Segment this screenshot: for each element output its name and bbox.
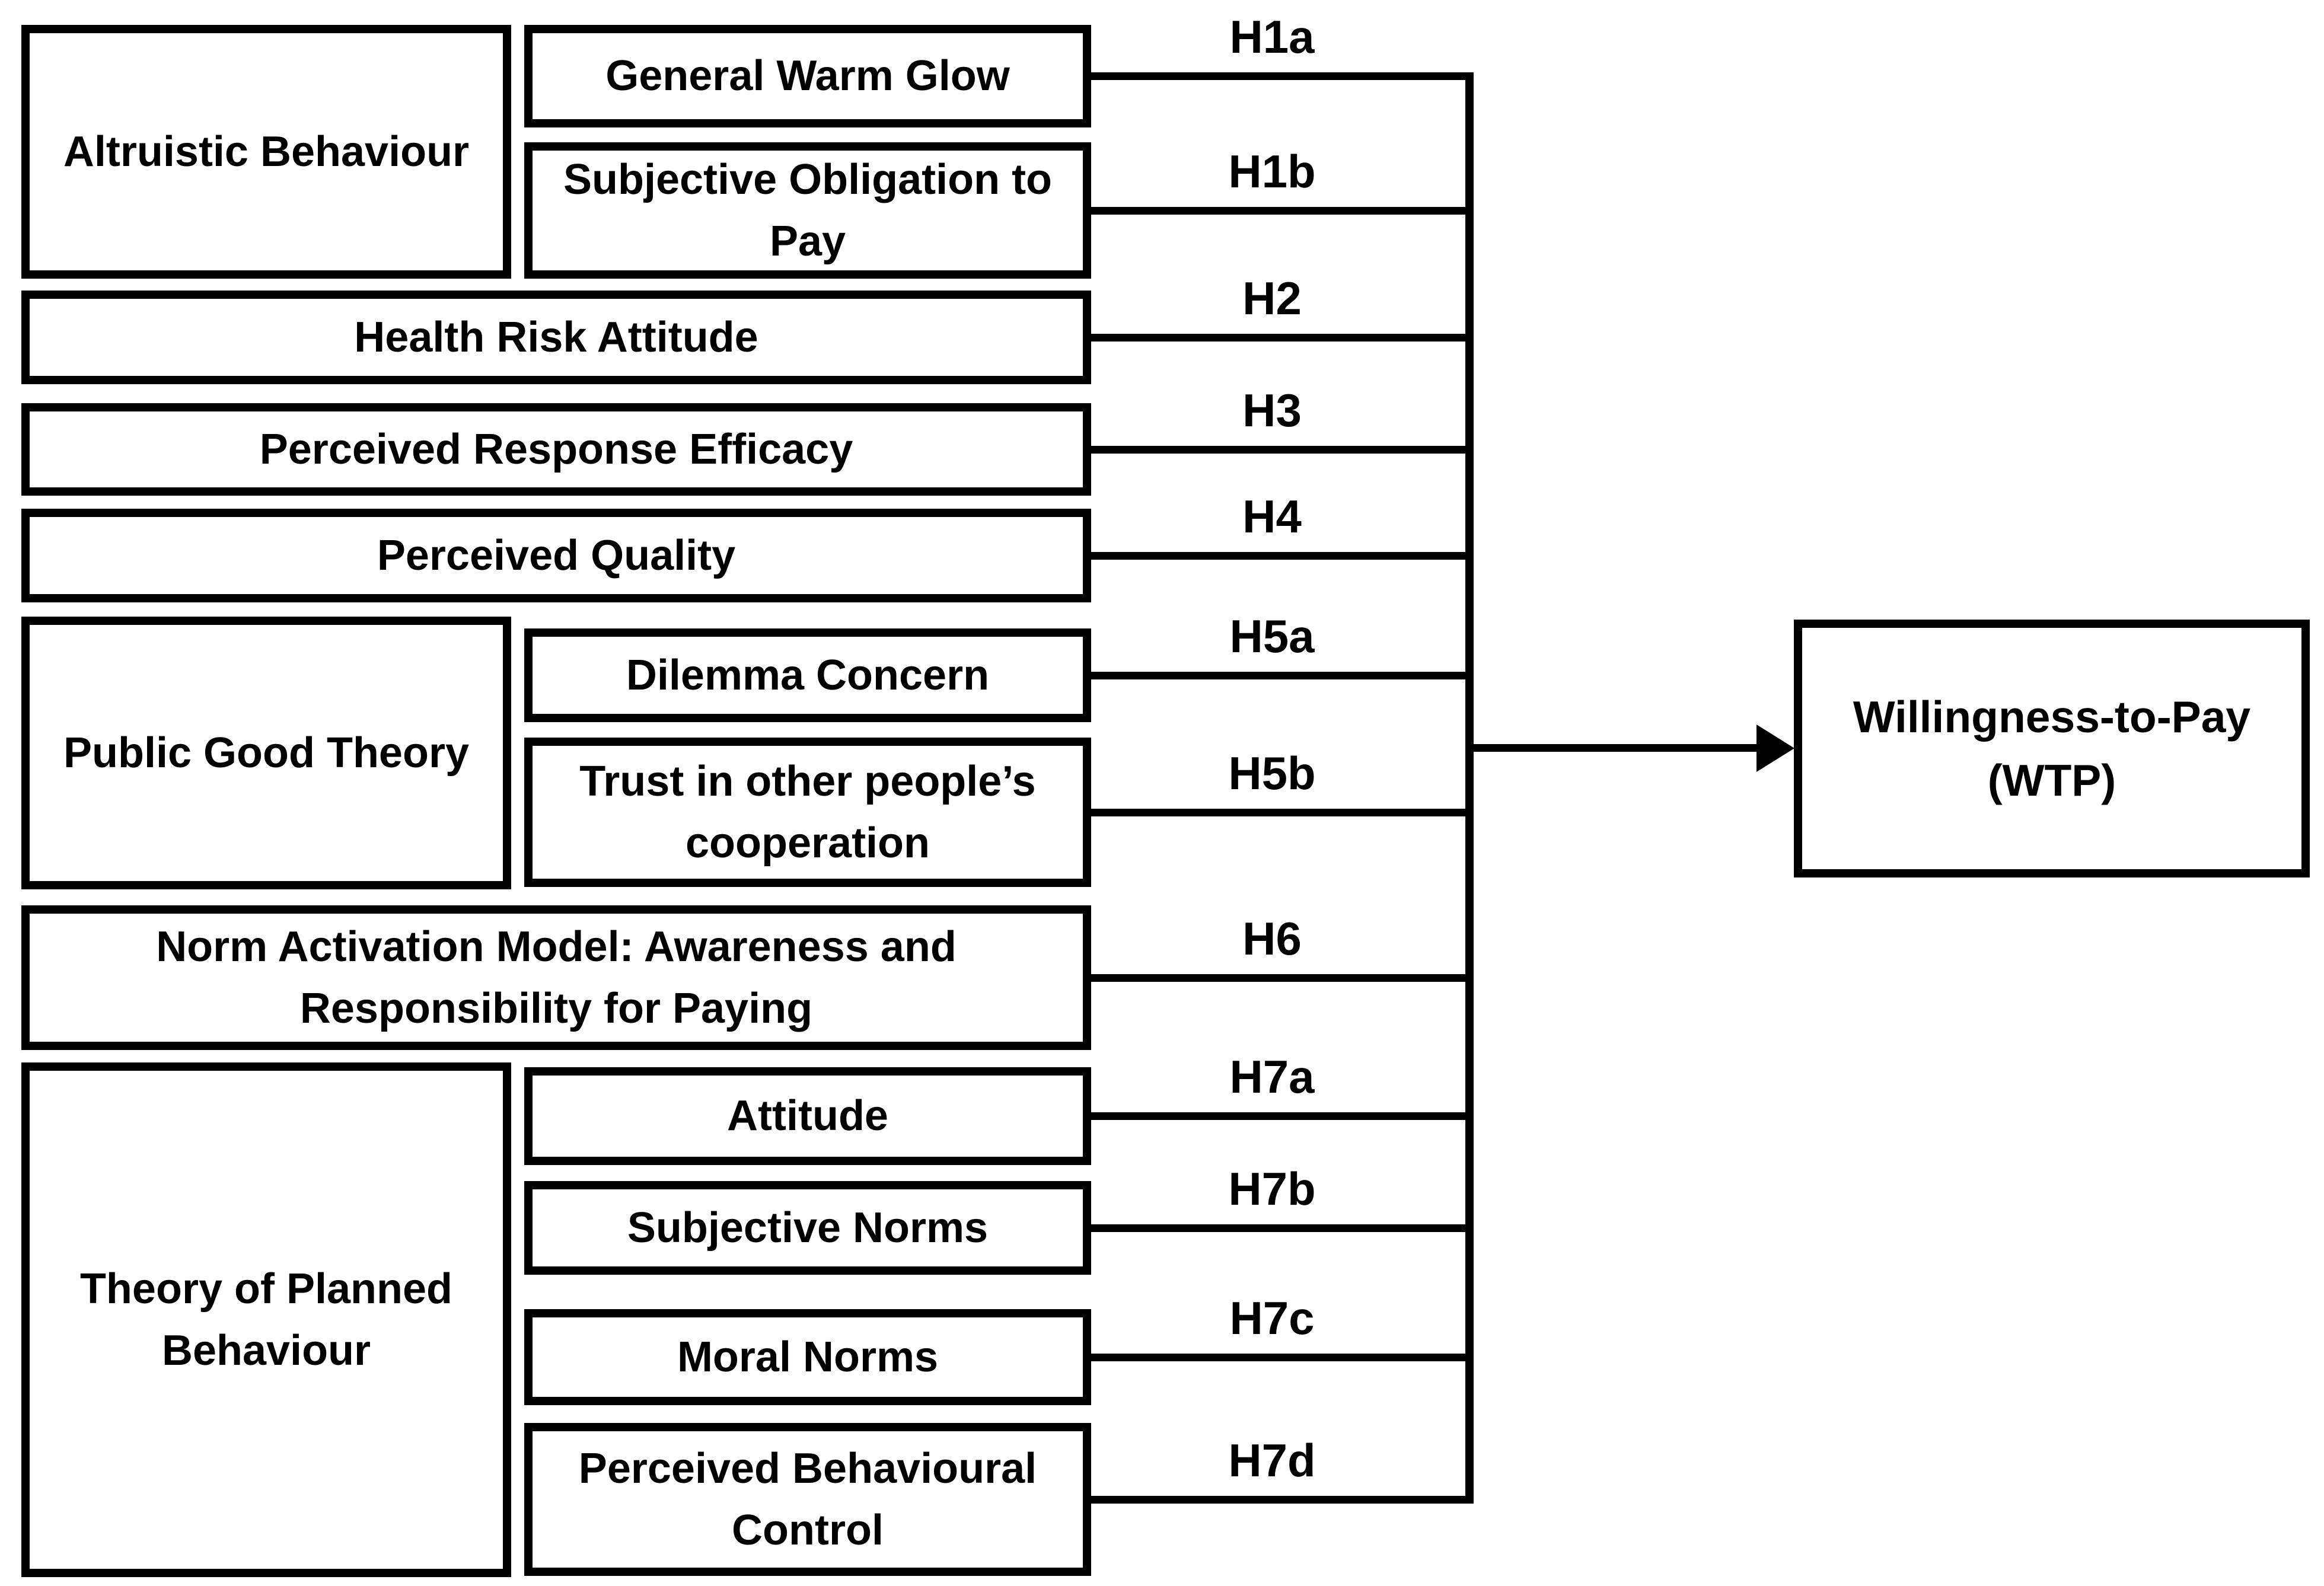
predictor-box-subjective-obligation-to-pay: Subjective Obligation to Pay xyxy=(524,142,1091,279)
connector-line-h7d xyxy=(1091,1496,1473,1504)
hypothesis-label-h7d: H7d xyxy=(1228,1434,1316,1486)
connector-line-h7a xyxy=(1091,1112,1473,1120)
hypothesis-label-h7a: H7a xyxy=(1229,1051,1315,1103)
predictor-box-moral-norms: Moral Norms xyxy=(524,1309,1091,1405)
predictor-box-perceived-response-efficacy: Perceived Response Efficacy xyxy=(21,403,1091,496)
predictor-label: Perceived Response Efficacy xyxy=(259,425,853,473)
predictor-label: Subjective Obligation to Pay xyxy=(563,155,1053,265)
predictor-box-subjective-norms: Subjective Norms xyxy=(524,1181,1091,1275)
hypothesis-label-h7c: H7c xyxy=(1229,1292,1315,1344)
predictor-box-perceived-quality: Perceived Quality xyxy=(21,509,1091,602)
predictor-label: Perceived Behavioural Control xyxy=(578,1444,1037,1554)
connector-line-h2 xyxy=(1091,334,1473,342)
predictor-box-attitude: Attitude xyxy=(524,1067,1091,1165)
connector-line-h7c xyxy=(1091,1354,1473,1361)
predictor-label: Perceived Quality xyxy=(377,531,736,579)
group-box-altruistic-behaviour: Altruistic Behaviour xyxy=(21,25,511,279)
group-label: Public Good Theory xyxy=(63,729,470,777)
arrowhead-right-icon xyxy=(1756,725,1794,772)
predictor-label: Attitude xyxy=(727,1092,888,1140)
connector-line-h1b xyxy=(1091,207,1473,215)
hypothesis-label-h3: H3 xyxy=(1242,384,1302,436)
predictor-label: General Warm Glow xyxy=(605,52,1010,100)
hypothesis-label-h5b: H5b xyxy=(1228,747,1316,799)
predictor-label: Moral Norms xyxy=(677,1333,939,1381)
predictor-box-dilemma-concern: Dilemma Concern xyxy=(524,628,1091,722)
connector-line-h3 xyxy=(1091,446,1473,454)
connector-line-h4 xyxy=(1091,552,1473,560)
connector-line-h1a xyxy=(1091,72,1473,80)
hypothesis-label-h5a: H5a xyxy=(1229,610,1315,662)
hypothesis-label-h6: H6 xyxy=(1242,912,1302,965)
hypothesis-label-h1b: H1b xyxy=(1228,145,1316,197)
connector-line-h5a xyxy=(1091,672,1473,679)
bus-line xyxy=(1465,72,1474,1504)
connector-line-h5b xyxy=(1091,809,1473,816)
group-box-public-good-theory: Public Good Theory xyxy=(21,617,511,889)
arrow-to-outcome-line xyxy=(1469,744,1760,752)
outcome-label: Willingness-to-Pay (WTP) xyxy=(1853,692,2251,805)
group-box-theory-of-planned-behaviour: Theory of Planned Behaviour xyxy=(21,1062,511,1577)
predictor-label: Trust in other people’s cooperation xyxy=(579,757,1036,867)
hypothesis-label-h1a: H1a xyxy=(1229,11,1315,63)
predictor-label: Norm Activation Model: Awareness and Res… xyxy=(156,923,957,1032)
group-label: Theory of Planned Behaviour xyxy=(79,1265,453,1374)
predictor-label: Subjective Norms xyxy=(627,1204,989,1252)
hypothesis-label-h7b: H7b xyxy=(1228,1163,1316,1215)
hypothesis-label-h2: H2 xyxy=(1242,272,1302,324)
predictor-box-perceived-behavioural-control: Perceived Behavioural Control xyxy=(524,1423,1091,1576)
predictor-label: Health Risk Attitude xyxy=(354,313,758,361)
group-label: Altruistic Behaviour xyxy=(63,127,470,175)
predictor-label: Dilemma Concern xyxy=(626,651,990,699)
predictor-box-trust-in-other-peoples-cooperation: Trust in other people’s cooperation xyxy=(524,738,1091,887)
predictor-box-health-risk-attitude: Health Risk Attitude xyxy=(21,291,1091,384)
predictor-box-norm-activation-model: Norm Activation Model: Awareness and Res… xyxy=(21,905,1091,1050)
connector-line-h6 xyxy=(1091,974,1473,982)
outcome-box-willingness-to-pay: Willingness-to-Pay (WTP) xyxy=(1794,620,2310,877)
predictor-box-general-warm-glow: General Warm Glow xyxy=(524,25,1091,127)
connector-line-h7b xyxy=(1091,1224,1473,1232)
hypothesis-label-h4: H4 xyxy=(1242,490,1302,543)
